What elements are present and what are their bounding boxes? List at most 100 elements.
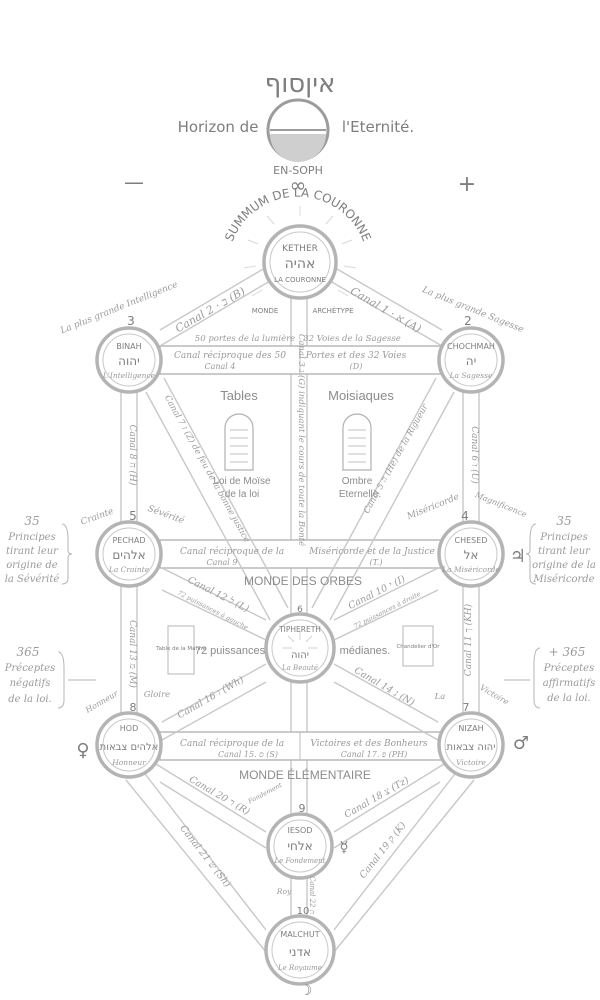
iesod-name: IESOD	[288, 826, 313, 835]
svg-text:35: 35	[556, 514, 571, 528]
chochmah-number: 2	[464, 314, 472, 328]
portes-lumiere: 50 portes de la lumière	[195, 333, 295, 344]
svg-text:de la loi.: de la loi.	[8, 694, 51, 705]
svg-text:tirant leur: tirant leur	[538, 546, 591, 557]
canal-2-label: Canal 2 · ב (B)	[173, 285, 248, 336]
d-label: (D)	[350, 362, 363, 371]
minus-sign: —	[124, 170, 144, 194]
jupiter-icon: ♃	[510, 546, 526, 567]
honneur-label: Honneur	[83, 688, 120, 715]
left-35-note: 35 Principes tirant leur origine de la S…	[5, 514, 73, 585]
kether-name: KETHER	[282, 244, 318, 254]
infinity-icon: ∞	[290, 173, 307, 197]
archetype-label: ARCHÉTYPE	[312, 306, 353, 315]
tables-label: Tables	[220, 388, 258, 403]
canal-21-label: Canal 21 ש (Sh)	[177, 823, 232, 890]
moisiaques-label: Moisiaques	[328, 388, 394, 403]
magnificence-label: Magnificence	[473, 490, 528, 519]
pechad-hebrew: אלהים	[112, 548, 145, 562]
eternelle: Eternelle.	[339, 489, 381, 500]
victoires-bonheurs: Victoires et des Bonheurs	[310, 739, 428, 749]
t-label: (T.)	[370, 558, 383, 567]
svg-text:Miséricorde: Miséricorde	[532, 574, 594, 585]
malchut-sub: Le Royaume	[277, 964, 322, 972]
sephira-malchut	[264, 914, 336, 986]
nizah-name: NIZAH	[458, 724, 483, 733]
iesod-number: 9	[299, 802, 306, 815]
portes-32: Portes et des 32 Voies	[305, 351, 407, 361]
right-35-note: 35 Principes tirant leur origine de la M…	[525, 514, 596, 585]
hod-name: HOD	[120, 724, 138, 733]
tiphereth-name: TIPHERETH	[278, 625, 321, 634]
tiphereth-hebrew: יהוה	[291, 650, 309, 661]
canal-15-label: Canal 15. ס (S)	[218, 750, 278, 759]
chochmah-hebrew: יה	[466, 354, 477, 368]
puissances-72: 72 puissances	[195, 645, 266, 657]
loi-moise: Loi de Moïse	[213, 476, 271, 487]
left-365-note: 365 Préceptes négatifs de la loi.	[4, 645, 96, 709]
binah-number: 3	[127, 314, 135, 328]
mars-icon: ♂	[513, 733, 529, 754]
bands	[159, 345, 443, 761]
svg-text:origine de: origine de	[6, 560, 58, 571]
svg-text:Principes: Principes	[539, 532, 587, 543]
chesed-name: CHESED	[455, 536, 488, 545]
kether-hebrew: אהיה	[285, 256, 316, 272]
canal-1-label: Canal 1 · א (A)	[348, 284, 424, 335]
horizon-right: l'Eternité.	[342, 118, 414, 136]
hod-sub: Honneur	[111, 758, 146, 767]
ensoph-label: EN-SOPH	[273, 164, 323, 177]
svg-text:affirmatifs: affirmatifs	[543, 678, 596, 689]
horizon-left: Horizon de	[178, 118, 259, 136]
svg-text:Principes: Principes	[7, 532, 55, 543]
svg-text:origine de la: origine de la	[532, 560, 596, 571]
svg-text:négatifs: négatifs	[10, 678, 51, 689]
right-365-note: + 365 Préceptes affirmatifs de la loi.	[504, 645, 596, 709]
horizon-circle	[266, 98, 330, 162]
sephira-tiphereth	[264, 612, 336, 684]
svg-text:Préceptes: Préceptes	[543, 663, 594, 674]
pechad-number: 5	[129, 509, 137, 523]
pechad-name: PECHAD	[112, 536, 145, 545]
victoire-label: Victoire	[478, 683, 510, 707]
misericorde-label: Miséricorde	[405, 491, 461, 522]
sephira-chesed	[437, 520, 505, 588]
sephira-pechad	[95, 520, 163, 588]
svg-text:+ 365: + 365	[549, 645, 586, 659]
hod-hebrew: אלהים צבאות	[100, 742, 159, 753]
svg-text:tirant leur: tirant leur	[6, 546, 59, 557]
svg-text:35: 35	[24, 514, 39, 528]
canal-reciproque-15: Canal réciproque de la	[180, 738, 284, 749]
canal-6-label: Canal 6 ו (U)	[469, 426, 480, 484]
misericorde-justice: Miséricorde et de la Justice	[308, 546, 435, 557]
tiphereth-number: 6	[297, 605, 303, 615]
voies-sagesse: 32 Voies de la Sagesse	[303, 334, 401, 344]
fondement-label: Fondement	[246, 781, 284, 806]
roy-label: Roy	[276, 887, 292, 896]
nizah-number: 7	[463, 701, 470, 714]
chesed-number: 4	[461, 509, 469, 523]
malchut-number: 10	[297, 906, 310, 917]
malchut-hebrew: אדני	[289, 945, 311, 959]
de-la-loi: de la loi	[225, 489, 259, 500]
binah-sub: L'Intelligence	[102, 371, 156, 380]
hebrew-title: איןסוף	[265, 69, 336, 99]
iesod-hebrew: אלחי	[287, 839, 312, 853]
canal-14-label: Canal 14 נ (N)	[352, 665, 416, 709]
gloire-label: Gloire	[144, 690, 170, 700]
hod-number: 8	[130, 701, 137, 714]
sephira-chochmah	[437, 326, 505, 394]
canal-9-label: Canal 9	[206, 558, 237, 567]
canal-reciproque-la: Canal réciproque de la	[180, 546, 284, 557]
canal-13-label: Canal 13 מ (M)	[127, 620, 138, 688]
chandelier-label: Chandelier d'Or	[396, 644, 440, 650]
severite-label: Sévérité	[146, 503, 186, 527]
canal-3-label: Canal 3 ג (G) indiquant le cours de tout…	[296, 334, 307, 546]
diagonals	[125, 261, 475, 953]
tiphereth-sub: La Beauté	[281, 664, 318, 672]
plus-sign: +	[458, 172, 476, 197]
svg-text:la Sévérité: la Sévérité	[5, 574, 60, 585]
ombre: Ombre	[342, 476, 373, 487]
monde-elementaire: MONDE ÉLÉMENTAIRE	[239, 767, 371, 782]
